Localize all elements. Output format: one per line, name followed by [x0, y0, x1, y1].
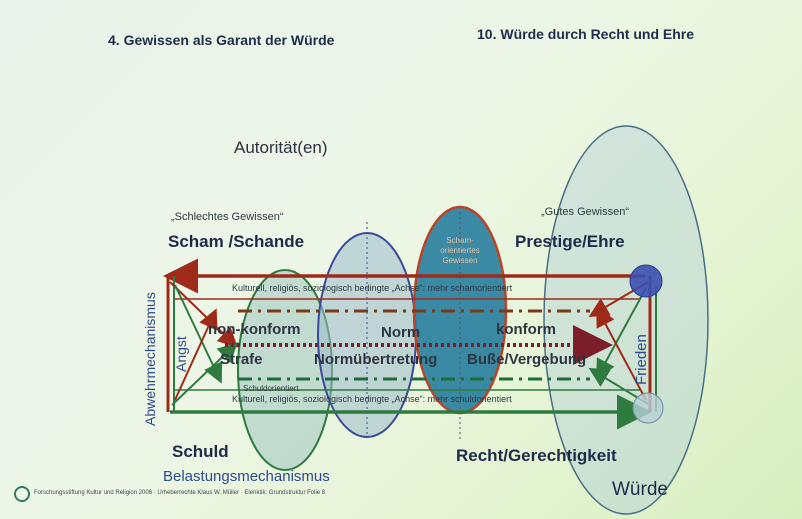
guilt-oval [237, 269, 333, 471]
guilt-label: Schuld [172, 442, 229, 461]
dignity-label: Würde [612, 479, 668, 500]
shame-oriented-note: Scham-orientiertes Gewissen [440, 236, 480, 265]
non-conform-label: non-konform [208, 321, 301, 338]
shame-label: Scham /Schande [168, 232, 305, 251]
dignity-oval [543, 125, 709, 515]
left-diag-4 [174, 308, 218, 401]
norm-violation-label: Normübertretung [314, 351, 438, 368]
axis-guilt-label: Kulturell, religiös, soziologisch beding… [232, 394, 512, 404]
bad-conscience-label: „Schlechtes Gewissen“ [171, 211, 284, 223]
prestige-label: Prestige/Ehre [515, 232, 625, 251]
prestige-dot [629, 264, 663, 298]
justice-label: Recht/Gerechtigkeit [456, 446, 617, 465]
right-title: 10. Würde durch Recht und Ehre [477, 26, 695, 42]
left-diag-3 [174, 284, 223, 384]
justice-dot [632, 392, 664, 424]
left-title: 4. Gewissen als Garant der Würde [108, 32, 335, 48]
footer-text: Forschungsstiftung Kultur und Religion 2… [34, 490, 326, 496]
defense-mechanism-label: Abwehrmechanismus [142, 292, 158, 426]
punishment-label: Strafe [220, 351, 263, 368]
fear-label: Angst [173, 336, 189, 372]
burden-mechanism-label: Belastungsmechanismus [163, 468, 330, 485]
authority-label: Autorität(en) [234, 138, 328, 157]
axis-shame-label: Kulturell, religiös, soziologisch beding… [232, 283, 513, 293]
penance-label: Buße/Vergebung [467, 351, 587, 368]
conform-label: konform [496, 321, 556, 338]
peace-label: Frieden [633, 334, 650, 385]
left-diag-2 [171, 342, 238, 406]
logo-icon [14, 486, 30, 502]
norm-label: Norm [381, 324, 421, 341]
guilt-oriented-note: Schuldorientiert [243, 384, 299, 393]
good-conscience-label: „Gutes Gewissen“ [541, 206, 630, 218]
